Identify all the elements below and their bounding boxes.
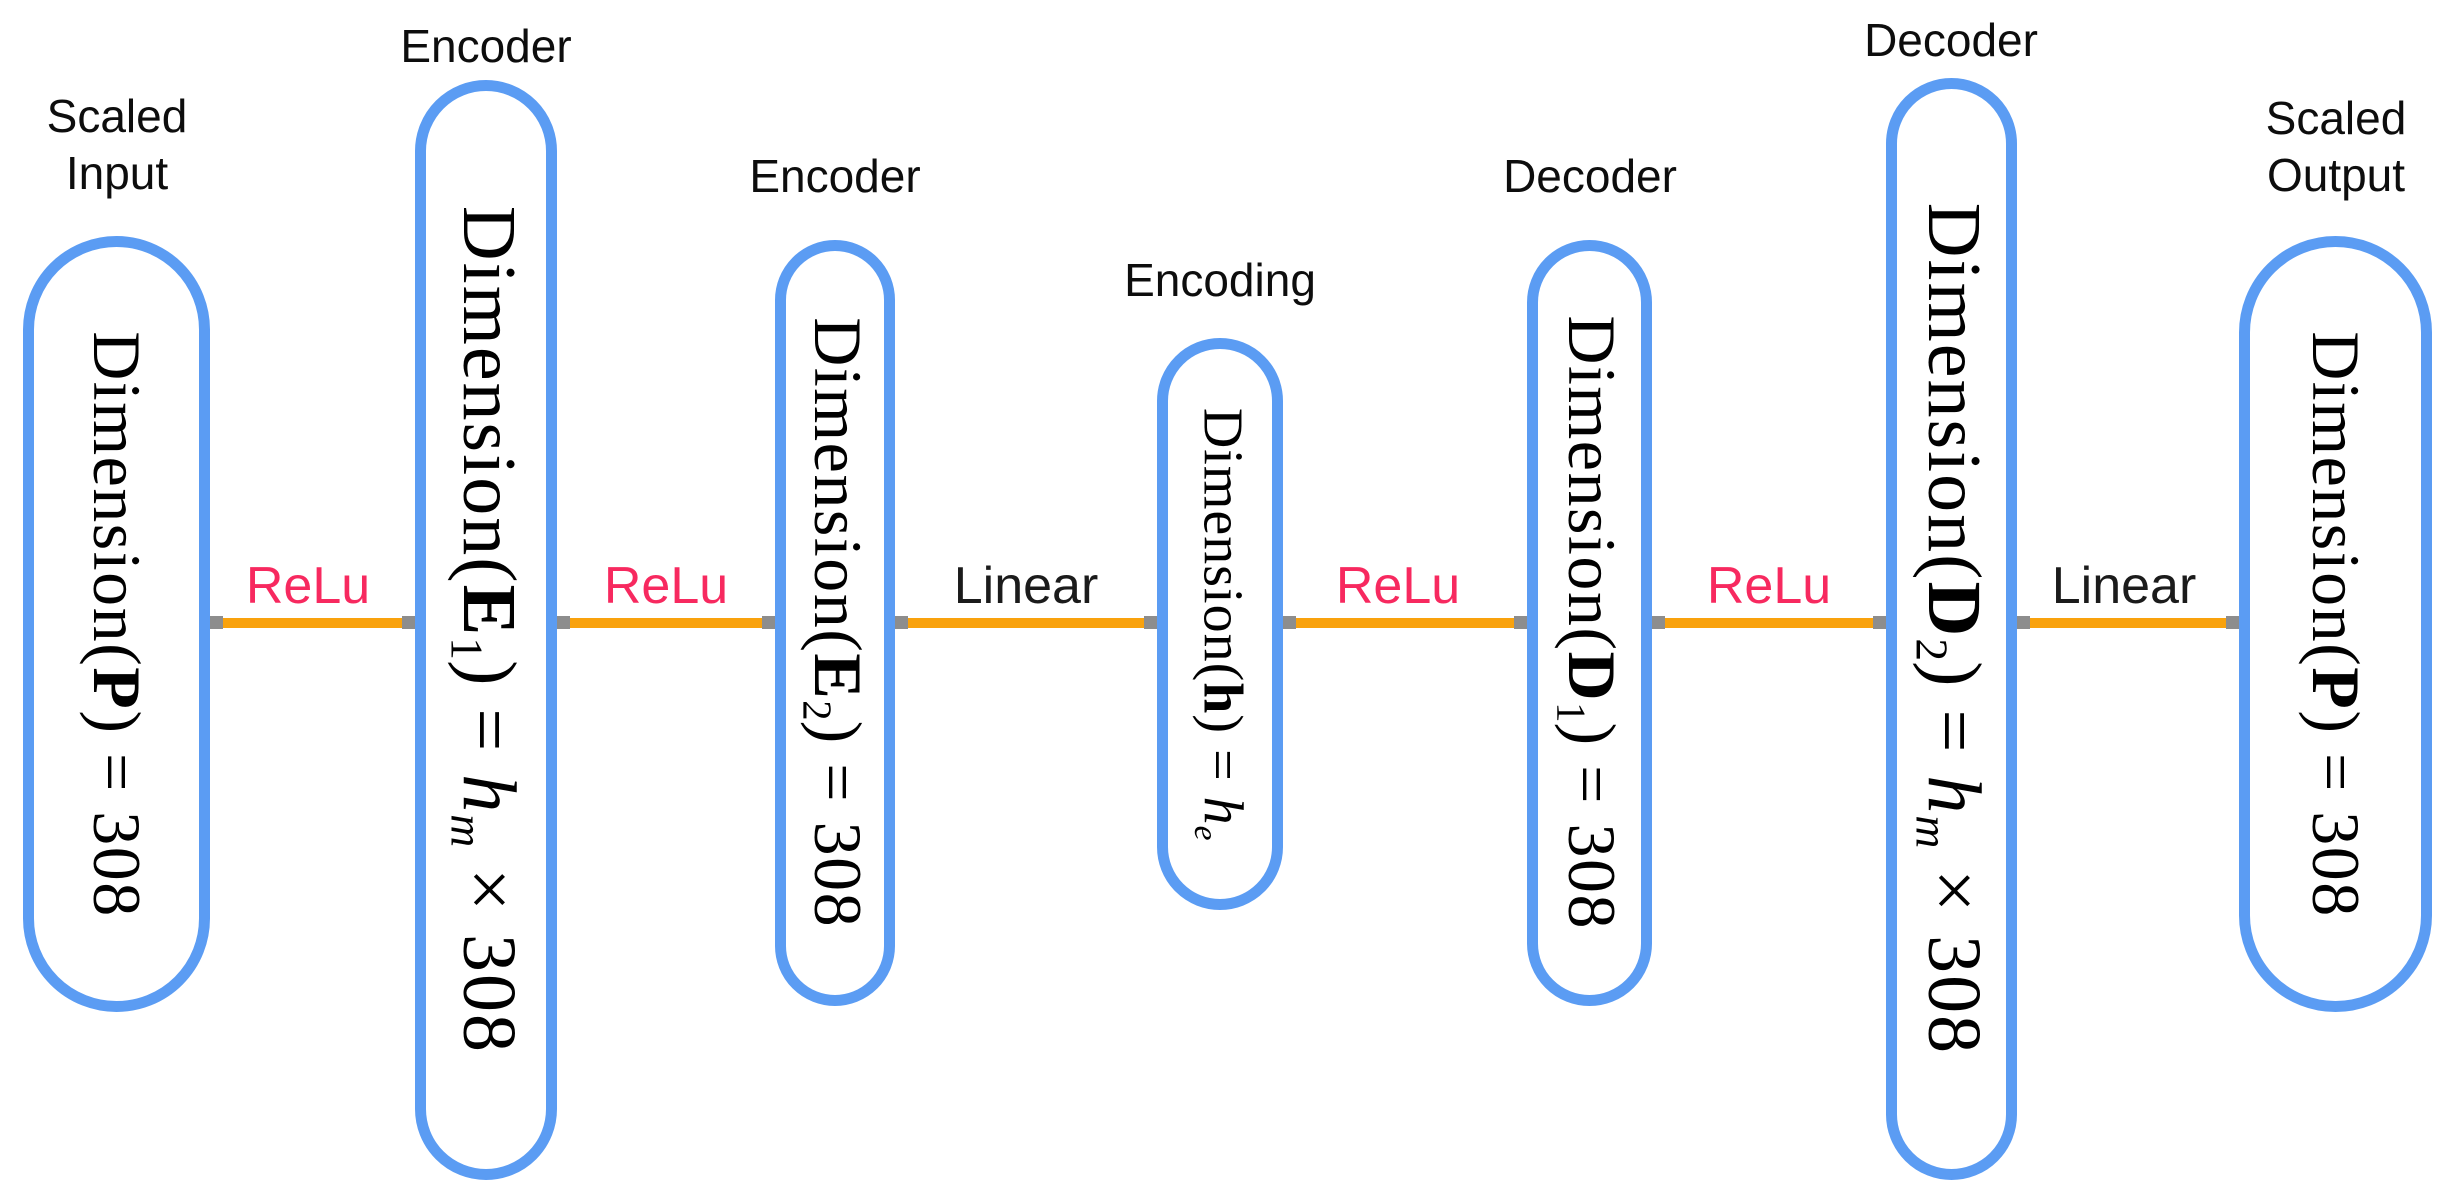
node-caption-decoder-1: Decoder — [1503, 150, 1677, 202]
connector-anchor — [402, 616, 415, 629]
node-formula: Dimension(P) = 308 — [79, 330, 155, 918]
activation-label-linear-1: Linear — [953, 557, 1099, 615]
connector-anchor — [1652, 616, 1665, 629]
connector-line-5 — [1652, 616, 1886, 629]
connector-anchor — [1144, 616, 1157, 629]
connector-line-3 — [895, 616, 1157, 629]
connector-anchor — [895, 616, 908, 629]
connector-anchor — [210, 616, 223, 629]
node-encoding: Dimension(h) = he — [1157, 338, 1283, 910]
node-formula: Dimension(h) = he — [1186, 407, 1254, 841]
activation-label-relu-1: ReLu — [245, 557, 371, 615]
connector-anchor — [1873, 616, 1886, 629]
node-encoder-2: Dimension(E2) = 308 — [775, 240, 895, 1006]
connector-line-6 — [2017, 616, 2239, 629]
node-decoder-1: Dimension(D1) = 308 — [1527, 240, 1652, 1006]
connector-anchor — [1514, 616, 1527, 629]
connector-line-2 — [557, 616, 775, 629]
node-formula: Dimension(E2) = 308 — [794, 317, 876, 929]
activation-label-relu-2: ReLu — [603, 557, 729, 615]
node-formula: Dimension(D1) = 308 — [1548, 315, 1631, 931]
node-formula: Dimension(P) = 308 — [2298, 330, 2374, 918]
activation-label-relu-3: ReLu — [1335, 557, 1461, 615]
node-decoder-2: Dimension(D2) = hm × 308 — [1886, 78, 2017, 1180]
node-formula: Dimension(E1) = hm × 308 — [441, 205, 531, 1055]
activation-label-linear-2: Linear — [2051, 557, 2197, 615]
connector-anchor — [762, 616, 775, 629]
node-caption-encoder-2: Encoder — [749, 150, 921, 202]
node-caption-encoder-1: Encoder — [400, 20, 572, 72]
node-caption-encoding: Encoding — [1124, 254, 1316, 306]
connector-anchor — [557, 616, 570, 629]
node-scaled-output: Dimension(P) = 308 — [2239, 236, 2432, 1012]
connector-line-4 — [1283, 616, 1527, 629]
node-scaled-input: Dimension(P) = 308 — [23, 236, 210, 1012]
node-encoder-1: Dimension(E1) = hm × 308 — [415, 80, 557, 1180]
connector-anchor — [2017, 616, 2030, 629]
connector-anchor — [2226, 616, 2239, 629]
activation-label-relu-4: ReLu — [1706, 557, 1832, 615]
connector-anchor — [1283, 616, 1296, 629]
connector-line-1 — [210, 616, 415, 629]
node-caption-decoder-2: Decoder — [1864, 14, 2038, 66]
node-formula: Dimension(D2) = hm × 308 — [1906, 202, 1997, 1056]
